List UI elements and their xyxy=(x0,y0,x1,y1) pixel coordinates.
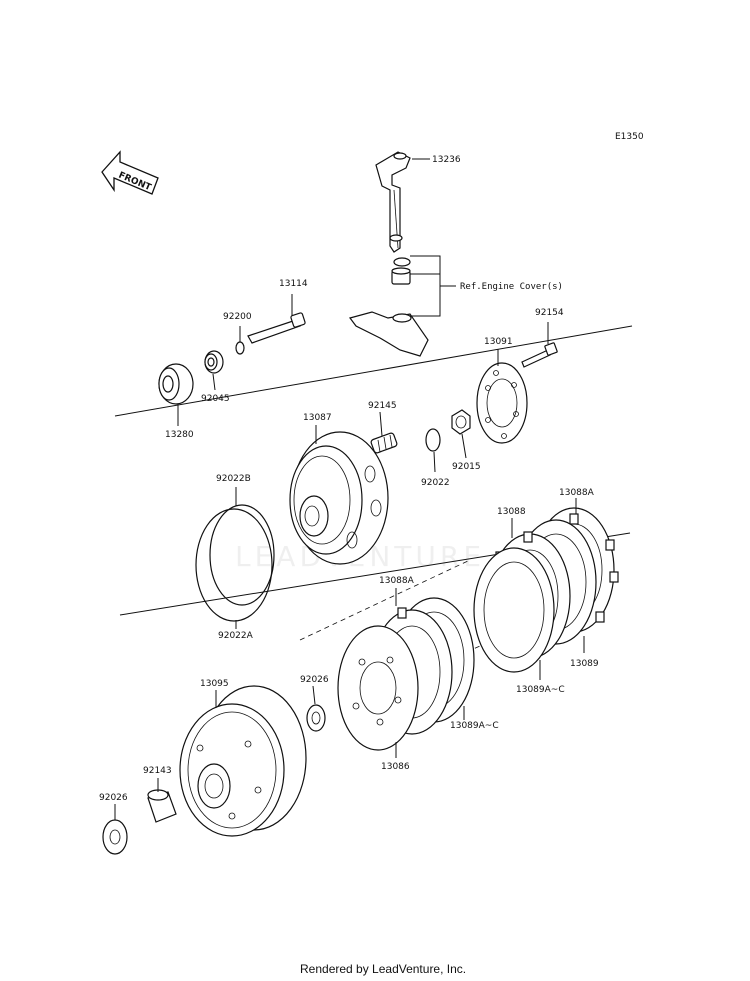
diagram-code: E1350 xyxy=(615,132,644,142)
washer-92200 xyxy=(235,341,245,355)
label-92143: 92143 xyxy=(143,766,172,776)
label-92026-left: 92026 xyxy=(99,793,128,803)
label-13091: 13091 xyxy=(484,337,513,347)
plate-13091 xyxy=(476,362,528,444)
label-13089AC-right: 13089A~C xyxy=(516,685,565,695)
label-13088: 13088 xyxy=(497,507,526,517)
label-13114: 13114 xyxy=(279,279,308,289)
bolt-92154 xyxy=(521,342,558,368)
ring-92022B xyxy=(209,504,275,606)
ring-92022A xyxy=(195,508,273,622)
ref-engine-cover-note: Ref.Engine Cover(s) xyxy=(460,282,563,292)
label-92022B: 92022B xyxy=(216,474,251,484)
label-13089: 13089 xyxy=(570,659,599,669)
washer-92022 xyxy=(425,428,441,452)
washer-92026-mid xyxy=(306,704,326,732)
nut-92015 xyxy=(451,409,471,435)
clutch-housing-13095 xyxy=(179,685,307,837)
label-92154: 92154 xyxy=(535,308,564,318)
footer-credit: Rendered by LeadVenture, Inc. xyxy=(300,962,466,976)
push-rod xyxy=(247,312,306,344)
spring-92145 xyxy=(370,432,398,454)
label-13095: 13095 xyxy=(200,679,229,689)
label-92022: 92022 xyxy=(421,478,450,488)
clutch-hub-13087 xyxy=(289,431,389,565)
label-13089AC-left: 13089A~C xyxy=(450,721,499,731)
sleeve-92143 xyxy=(147,789,177,823)
label-13087: 13087 xyxy=(303,413,332,423)
label-13088A-mid: 13088A xyxy=(379,576,415,586)
front-arrow-icon: FRONT xyxy=(101,150,159,195)
bearing-92045 xyxy=(204,350,224,374)
label-13280: 13280 xyxy=(165,430,194,440)
release-shaft xyxy=(348,151,429,357)
label-13088A-top: 13088A xyxy=(559,488,595,498)
steel-plate-13089AC-right xyxy=(473,547,555,673)
label-92145: 92145 xyxy=(368,401,397,411)
washer-92026-left xyxy=(102,819,128,855)
label-92015: 92015 xyxy=(452,462,481,472)
label-13086: 13086 xyxy=(381,762,410,772)
label-13236: 13236 xyxy=(432,155,461,165)
label-92045: 92045 xyxy=(201,394,230,404)
label-92022A: 92022A xyxy=(218,631,254,641)
pressure-piece-13280 xyxy=(158,363,194,405)
label-92026-mid: 92026 xyxy=(300,675,329,685)
label-92200: 92200 xyxy=(223,312,252,322)
pressure-plate-13086 xyxy=(337,625,419,751)
